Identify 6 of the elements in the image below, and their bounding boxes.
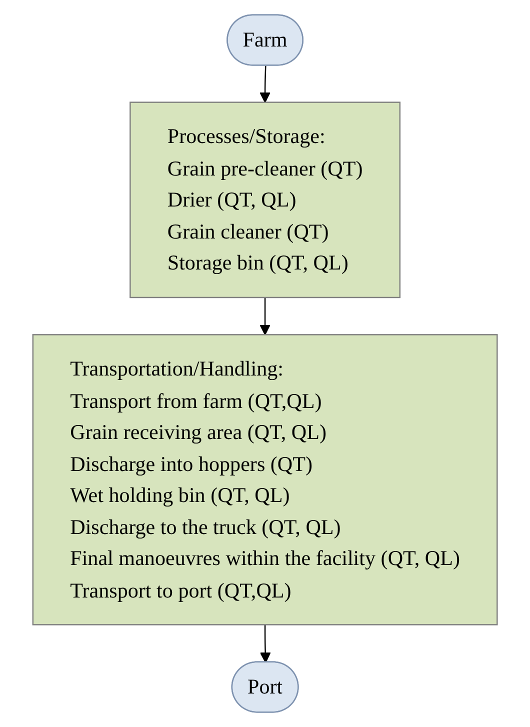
- node-box: [130, 102, 400, 298]
- arrow: [260, 298, 270, 336]
- arrow: [260, 66, 270, 103]
- arrow: [260, 624, 271, 663]
- flowchart: Farm Processes/Storage: Grain pre-cleaner (QT) Drier (QT, QL) Grain cleaner (QT) Storage bin (QT, QL) Transportation/Handling: Transport from farm (QT,QL) Grain receiving area (QT, QL) Discharge into hoppers (QT) Wet holding bin (QT, QL) Discharge to the truck (QT, QL) Final manoeuvres within the facility (QT, QL) Transport to port (QT,QL) Port: [22, 5, 508, 722]
- node-box: [32, 334, 498, 626]
